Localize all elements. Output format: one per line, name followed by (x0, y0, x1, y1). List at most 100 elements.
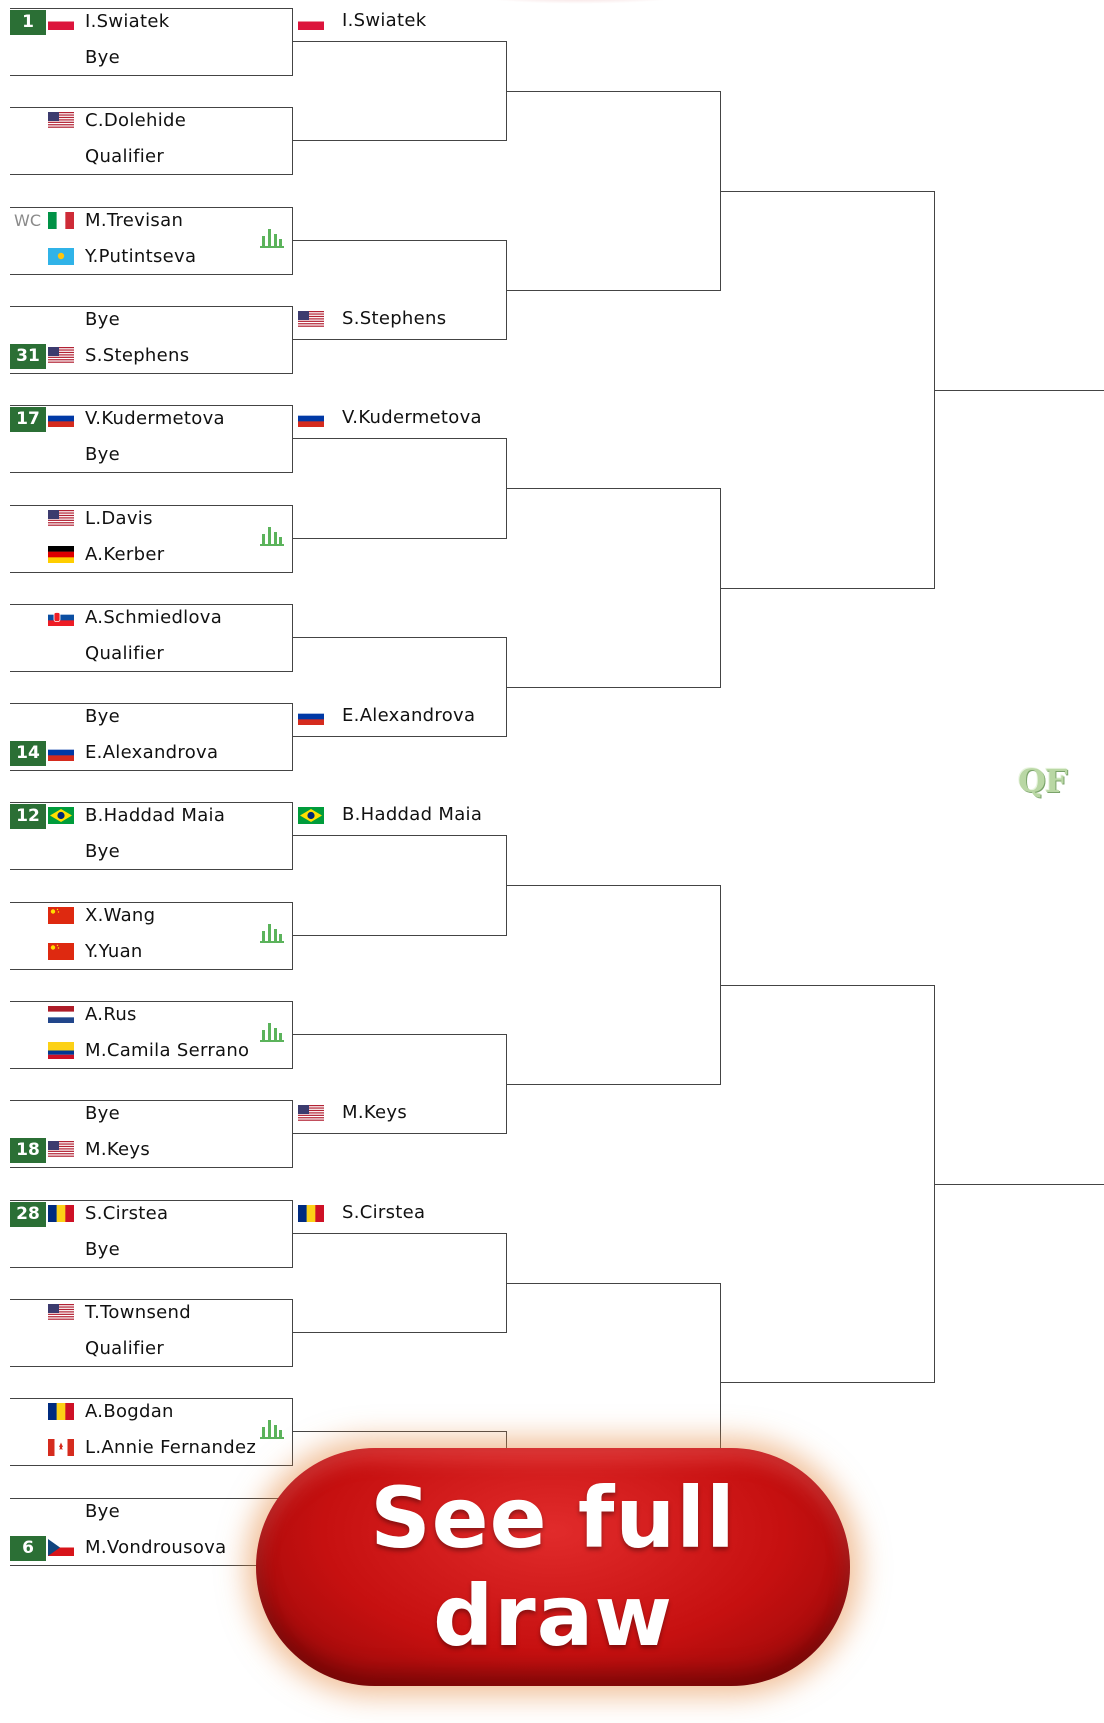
bracket-line (292, 240, 506, 241)
player-name[interactable]: S.Cirstea (342, 1202, 426, 1223)
player-row[interactable]: Bye (10, 1102, 292, 1125)
player-row[interactable]: Bye (10, 308, 292, 331)
player-name[interactable]: T.Townsend (85, 1302, 191, 1323)
player-row[interactable]: Qualifier (10, 145, 292, 168)
player-name[interactable]: Y.Yuan (85, 941, 143, 962)
flag-ro-icon (48, 1205, 75, 1222)
r2-player-m-keys[interactable]: M.Keys (298, 1101, 518, 1125)
player-row[interactable]: Bye (10, 1238, 292, 1261)
player-name: Bye (85, 1501, 120, 1522)
player-row[interactable]: L.Annie Fernandez (10, 1436, 292, 1459)
player-name[interactable]: M.Keys (342, 1102, 408, 1123)
player-row[interactable]: A.Rus (10, 1003, 292, 1026)
player-name[interactable]: E.Alexandrova (85, 742, 219, 763)
player-name[interactable]: E.Alexandrova (342, 705, 476, 726)
player-name[interactable]: M.Camila Serrano (85, 1040, 250, 1061)
r2-player-e-alexandrova[interactable]: E.Alexandrova (298, 704, 518, 728)
player-name[interactable]: A.Rus (85, 1004, 137, 1025)
see-full-draw-button[interactable]: See full draw (256, 1448, 850, 1686)
bracket-line (720, 191, 934, 192)
bar-chart-icon[interactable] (260, 225, 284, 249)
player-name[interactable]: M.Vondrousova (85, 1537, 227, 1558)
player-row[interactable]: Qualifier (10, 1337, 292, 1360)
r2-player-s-stephens[interactable]: S.Stephens (298, 307, 518, 331)
bracket-line (292, 935, 506, 936)
player-row[interactable]: 17 V.Kudermetova (10, 407, 292, 432)
r2-player-v-kudermetova[interactable]: V.Kudermetova (298, 406, 518, 430)
bar-chart-icon[interactable] (260, 1416, 284, 1440)
bar-chart-icon[interactable] (260, 1019, 284, 1043)
player-name[interactable]: B.Haddad Maia (342, 804, 483, 825)
seed-badge: 17 (10, 407, 46, 432)
player-row[interactable]: Qualifier (10, 642, 292, 665)
r2-player-s-cirstea[interactable]: S.Cirstea (298, 1201, 518, 1225)
player-row[interactable]: L.Davis (10, 507, 292, 530)
player-name[interactable]: Y.Putintseva (85, 246, 197, 267)
flag-us-icon (48, 112, 74, 129)
player-name[interactable]: S.Stephens (85, 345, 190, 366)
player-row[interactable]: A.Schmiedlova (10, 606, 292, 629)
r2-player-b-haddad-maia[interactable]: B.Haddad Maia (298, 803, 518, 827)
flag-cz-icon (48, 1539, 74, 1556)
player-name[interactable]: S.Stephens (342, 308, 447, 329)
player-name[interactable]: X.Wang (85, 905, 156, 926)
r2-player-i-swiatek[interactable]: I.Swiatek (298, 9, 518, 33)
player-row[interactable]: A.Bogdan (10, 1400, 292, 1423)
player-name[interactable]: L.Annie Fernandez (85, 1437, 257, 1458)
player-name[interactable]: S.Cirstea (85, 1203, 169, 1224)
player-name[interactable]: I.Swiatek (342, 10, 427, 31)
player-name[interactable]: A.Schmiedlova (85, 607, 223, 628)
flag-co-icon (48, 1042, 74, 1059)
player-name[interactable]: M.Trevisan (85, 210, 184, 231)
player-name: Qualifier (85, 643, 165, 664)
player-row[interactable]: A.Kerber (10, 543, 292, 566)
player-row[interactable]: Y.Putintseva (10, 245, 292, 268)
player-name[interactable]: C.Dolehide (85, 110, 187, 131)
player-name[interactable]: A.Kerber (85, 544, 165, 565)
flag-ro-icon (298, 1205, 325, 1222)
bar-chart-icon[interactable] (260, 920, 284, 944)
flag-us-icon (48, 1304, 74, 1321)
player-row[interactable]: WC M.Trevisan (10, 209, 292, 232)
player-name[interactable]: B.Haddad Maia (85, 805, 226, 826)
player-row[interactable]: Bye (10, 1500, 292, 1523)
player-row[interactable]: Bye (10, 443, 292, 466)
player-name: Bye (85, 309, 120, 330)
bar-chart-icon[interactable] (260, 523, 284, 547)
player-row[interactable]: C.Dolehide (10, 109, 292, 132)
see-full-draw-label: See full draw (370, 1469, 736, 1665)
player-row[interactable]: M.Camila Serrano (10, 1039, 292, 1062)
player-row[interactable]: Bye (10, 46, 292, 69)
flag-us-icon (48, 347, 74, 364)
player-row[interactable]: Bye (10, 705, 292, 728)
flag-ca-icon (48, 1439, 74, 1456)
player-name[interactable]: V.Kudermetova (85, 408, 225, 429)
player-row[interactable]: Bye (10, 840, 292, 863)
bracket-line (292, 1133, 506, 1134)
player-name[interactable]: L.Davis (85, 508, 153, 529)
player-row[interactable]: Y.Yuan (10, 940, 292, 963)
player-name[interactable]: V.Kudermetova (342, 407, 482, 428)
player-name[interactable]: A.Bogdan (85, 1401, 174, 1422)
bracket-line (292, 1332, 506, 1333)
player-row[interactable]: X.Wang (10, 904, 292, 927)
player-row[interactable]: T.Townsend (10, 1301, 292, 1324)
flag-ru-icon (298, 708, 324, 726)
player-name[interactable]: I.Swiatek (85, 11, 170, 32)
wildcard-label: WC (14, 211, 41, 230)
player-name[interactable]: M.Keys (85, 1139, 151, 1160)
flag-cn-icon (48, 943, 74, 960)
